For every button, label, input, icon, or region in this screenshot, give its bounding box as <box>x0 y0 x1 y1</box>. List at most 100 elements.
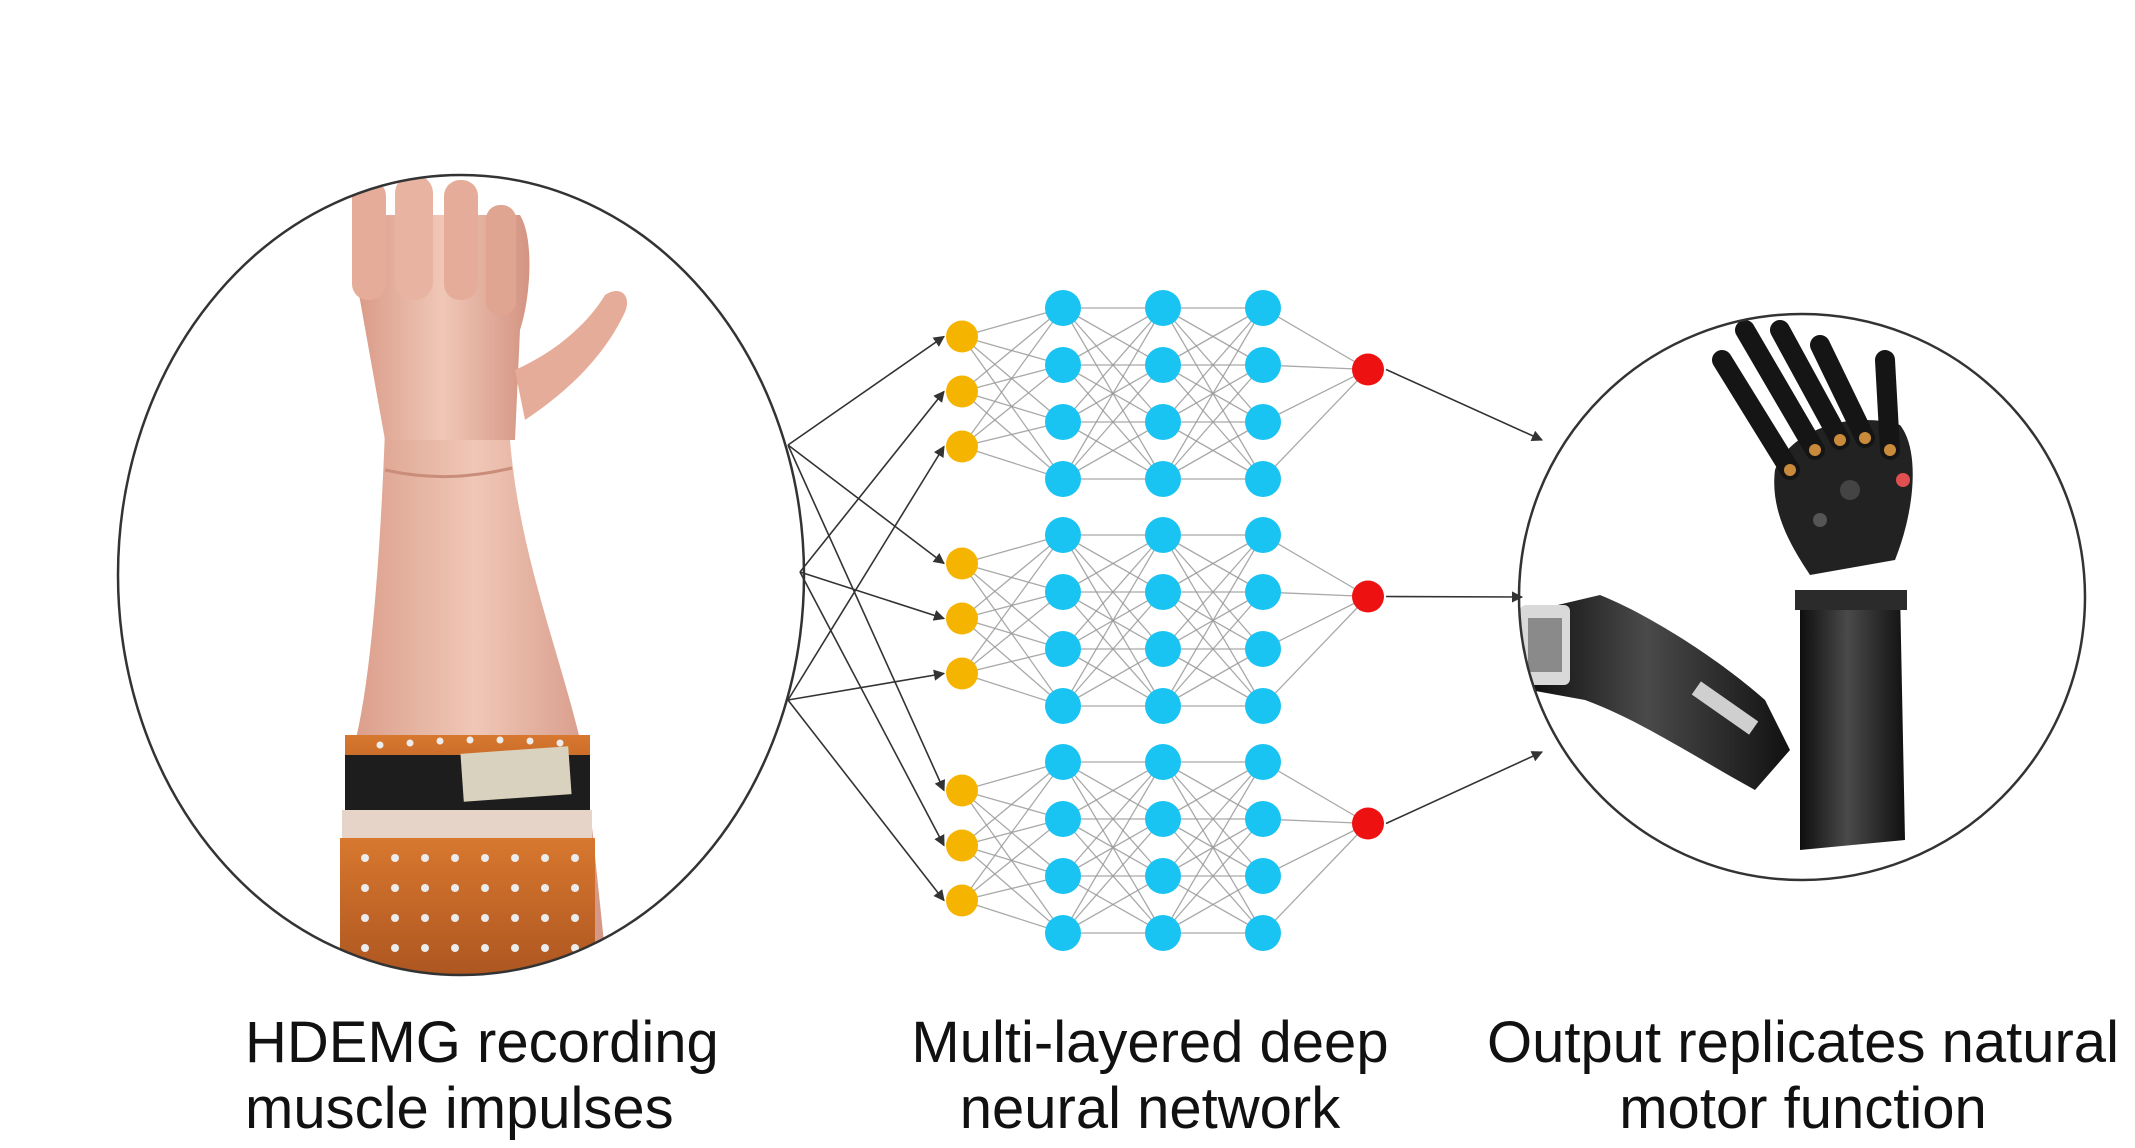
input-caption-line2: muscle impulses <box>245 1076 674 1141</box>
input-arrow <box>787 669 946 701</box>
output-node <box>1352 353 1384 386</box>
hidden-node <box>1145 461 1181 497</box>
hidden-node <box>1245 858 1281 894</box>
hidden-node <box>1045 290 1081 326</box>
hidden-node <box>1045 517 1081 553</box>
network-edge <box>1262 369 1369 480</box>
network-edge <box>1262 761 1369 825</box>
hidden-node <box>1245 801 1281 837</box>
hidden-node <box>1245 915 1281 951</box>
hidden-node <box>1145 801 1181 837</box>
network-edge <box>961 818 1064 902</box>
network-edge <box>1062 364 1164 480</box>
network-nodes <box>946 290 1384 951</box>
network-edge <box>961 336 1064 480</box>
hidden-node <box>1145 574 1181 610</box>
network-edge <box>1062 307 1164 480</box>
network-edge <box>1162 421 1264 480</box>
hidden-node <box>1045 858 1081 894</box>
network-edge <box>1162 534 1264 707</box>
hidden-node <box>1045 688 1081 724</box>
network-edge <box>961 790 1064 934</box>
hidden-node <box>1245 404 1281 440</box>
network-caption: Multi-layered deep neural network <box>911 1010 1388 1142</box>
hidden-node <box>1045 347 1081 383</box>
network-edge <box>1262 595 1369 650</box>
input-node <box>946 657 978 690</box>
network-edge <box>1262 596 1369 707</box>
hidden-node <box>1045 574 1081 610</box>
network-edge <box>1062 818 1164 934</box>
hidden-node <box>1245 347 1281 383</box>
network-edge <box>961 591 1064 675</box>
output-caption-line2: motor function <box>1619 1076 1987 1141</box>
network-edge <box>1262 823 1369 934</box>
network-caption-line2: neural network <box>959 1076 1341 1141</box>
hidden-node <box>1145 290 1181 326</box>
network-edge <box>961 307 1064 447</box>
network-edge <box>1062 761 1164 877</box>
output-arrow <box>1385 368 1544 441</box>
network-edge <box>1162 591 1264 707</box>
network-edge <box>961 563 1064 650</box>
network-edge <box>1062 307 1164 423</box>
hidden-node <box>1245 517 1281 553</box>
input-arrow <box>799 571 945 847</box>
input-arrow <box>787 444 945 565</box>
hidden-node <box>1245 744 1281 780</box>
network-edge <box>1262 368 1369 423</box>
input-arrow <box>799 571 946 621</box>
network-edges <box>961 307 1369 934</box>
arm-with-hdemg-electrodes-icon <box>116 173 806 977</box>
input-arrow <box>799 390 945 573</box>
input-caption: HDEMG recording muscle impulses <box>245 1010 719 1142</box>
network-edge <box>1062 875 1164 934</box>
network-edge <box>1062 307 1164 366</box>
hidden-node <box>1145 858 1181 894</box>
hidden-node <box>1145 517 1181 553</box>
network-edge <box>961 845 1064 934</box>
network-edge <box>1162 307 1264 366</box>
network-edge <box>961 307 1064 393</box>
hidden-node <box>1245 688 1281 724</box>
network-edge <box>1162 761 1264 820</box>
output-caption-line1: Output replicates natural <box>1487 1010 2119 1075</box>
network-edge <box>961 534 1064 674</box>
input-node <box>946 430 978 463</box>
output-arrow <box>1385 751 1544 825</box>
hidden-node <box>1145 404 1181 440</box>
network-edge <box>1262 534 1369 598</box>
hidden-node <box>1145 744 1181 780</box>
network-edge <box>1162 761 1264 877</box>
output-node <box>1352 580 1384 613</box>
network-caption-line1: Multi-layered deep <box>911 1010 1389 1075</box>
hidden-node <box>1145 347 1181 383</box>
network-edge <box>1162 534 1264 650</box>
input-arrow <box>787 699 945 902</box>
network-edge <box>961 534 1064 620</box>
hidden-node <box>1245 290 1281 326</box>
network-edge <box>961 391 1064 480</box>
hidden-node <box>1045 631 1081 667</box>
network-edge <box>1162 648 1264 707</box>
input-caption-line1: HDEMG recording <box>245 1010 719 1075</box>
input-arrow <box>787 444 945 792</box>
hidden-node <box>1145 915 1181 951</box>
hidden-node <box>1045 404 1081 440</box>
network-edge <box>1162 534 1264 593</box>
network-edge <box>961 618 1064 707</box>
output-caption: Output replicates natural motor function <box>1487 1010 2119 1142</box>
input-node <box>946 774 978 807</box>
network-edge <box>1062 534 1164 650</box>
network-edge <box>1162 818 1264 934</box>
network-edge <box>961 563 1064 707</box>
hidden-node <box>1045 744 1081 780</box>
input-node <box>946 320 978 353</box>
input-node <box>946 547 978 580</box>
network-edge <box>1062 534 1164 593</box>
hidden-node <box>1145 631 1181 667</box>
input-node <box>946 375 978 408</box>
network-edge <box>1162 761 1264 934</box>
input-arrow <box>787 445 945 701</box>
